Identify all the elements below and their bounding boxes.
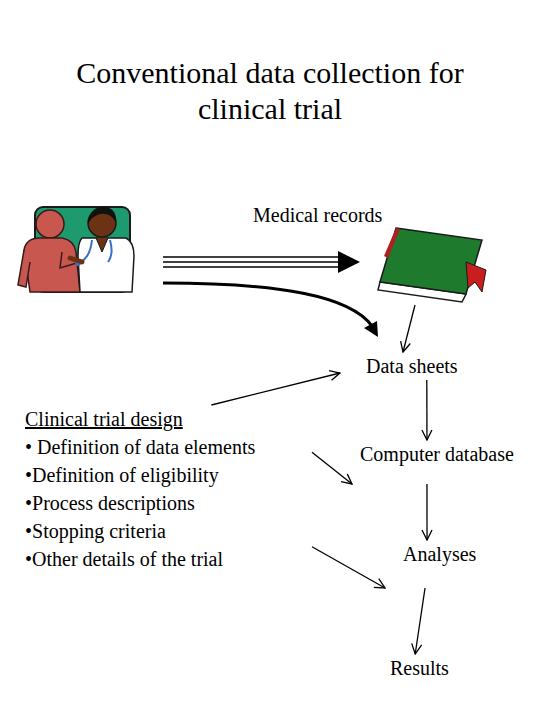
book-icon [378,228,486,302]
process-node: Data sheets [340,352,480,380]
flow-arrow [312,452,352,484]
list-item: •Other details of the trial [25,545,312,573]
process-node: Computer database [352,440,538,484]
node-label: Data sheets [366,352,480,380]
node-label: Analyses [403,540,495,568]
list-item: •Definition of eligibility [25,461,312,489]
flow-arrow [211,373,340,405]
section-heading: Clinical trial design [25,405,312,433]
flow-arrow [403,305,415,352]
diagram-title: Conventional data collection for clinica… [40,55,500,127]
flow-arrow [312,547,385,588]
node-label: Results [390,654,468,682]
flow-arrow [426,380,427,440]
doctor-patient-icon [18,207,134,292]
curved-arrow [163,283,378,337]
node-label: Computer database [360,440,538,468]
node-label: Medical records [253,201,490,229]
record-node: Medical records [250,195,490,305]
list-item: •Process descriptions [25,489,312,517]
flow-arrow [426,484,427,540]
list-item: •Stopping criteria [25,517,312,545]
record-arrow [163,251,360,273]
process-node: Results [388,654,468,682]
process-node: Analyses [385,540,495,588]
list-item: • Definition of data elements [25,433,312,461]
design-node: Clinical trial design• Definition of dat… [22,405,312,580]
flow-arrow [415,588,425,654]
